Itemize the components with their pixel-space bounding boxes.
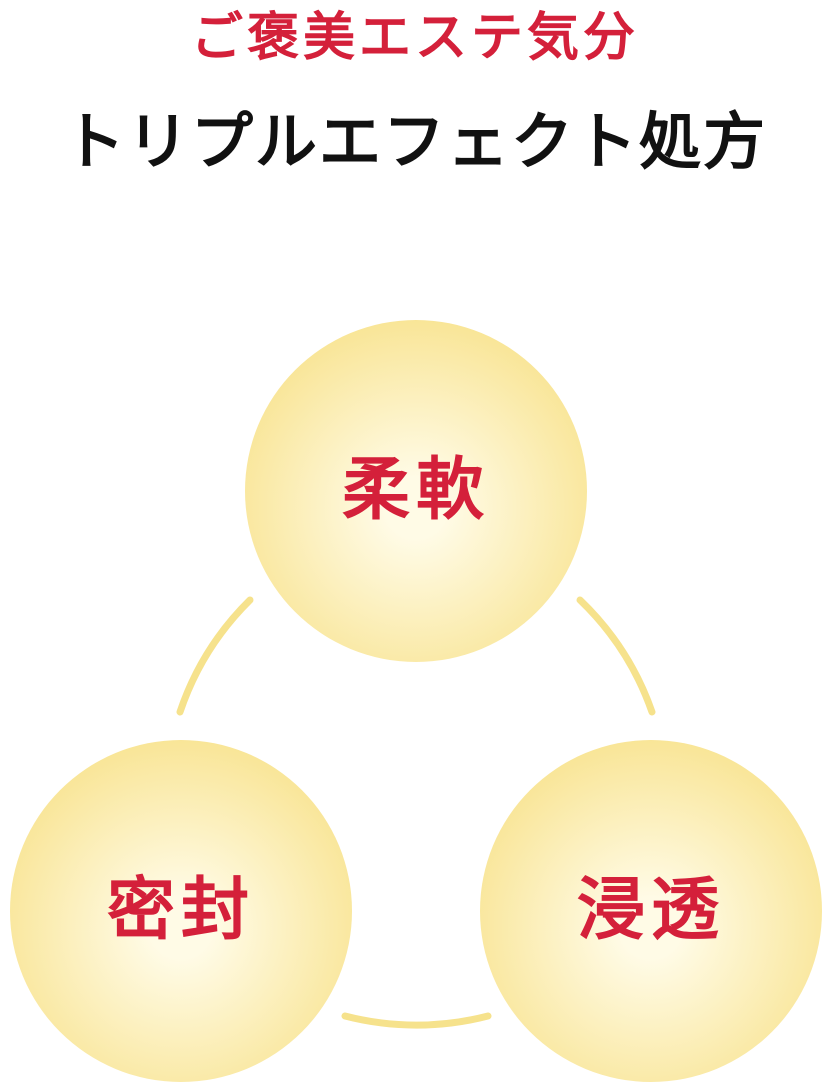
effect-label-penetration: 浸透	[576, 871, 725, 950]
effect-label-softening: 柔軟	[341, 451, 490, 530]
arc-top-right	[576, 596, 656, 716]
effect-circle-sealing: 密封	[10, 740, 352, 1082]
arc-top-left	[176, 596, 254, 716]
arc-bottom	[341, 1012, 492, 1029]
effect-circle-penetration: 浸透	[480, 740, 822, 1082]
headline-subtitle: ご褒美エステ気分	[190, 8, 639, 68]
effect-circle-softening: 柔軟	[245, 320, 587, 662]
headline-title: トリプルエフェクト処方	[62, 105, 767, 178]
effect-label-sealing: 密封	[106, 871, 255, 950]
